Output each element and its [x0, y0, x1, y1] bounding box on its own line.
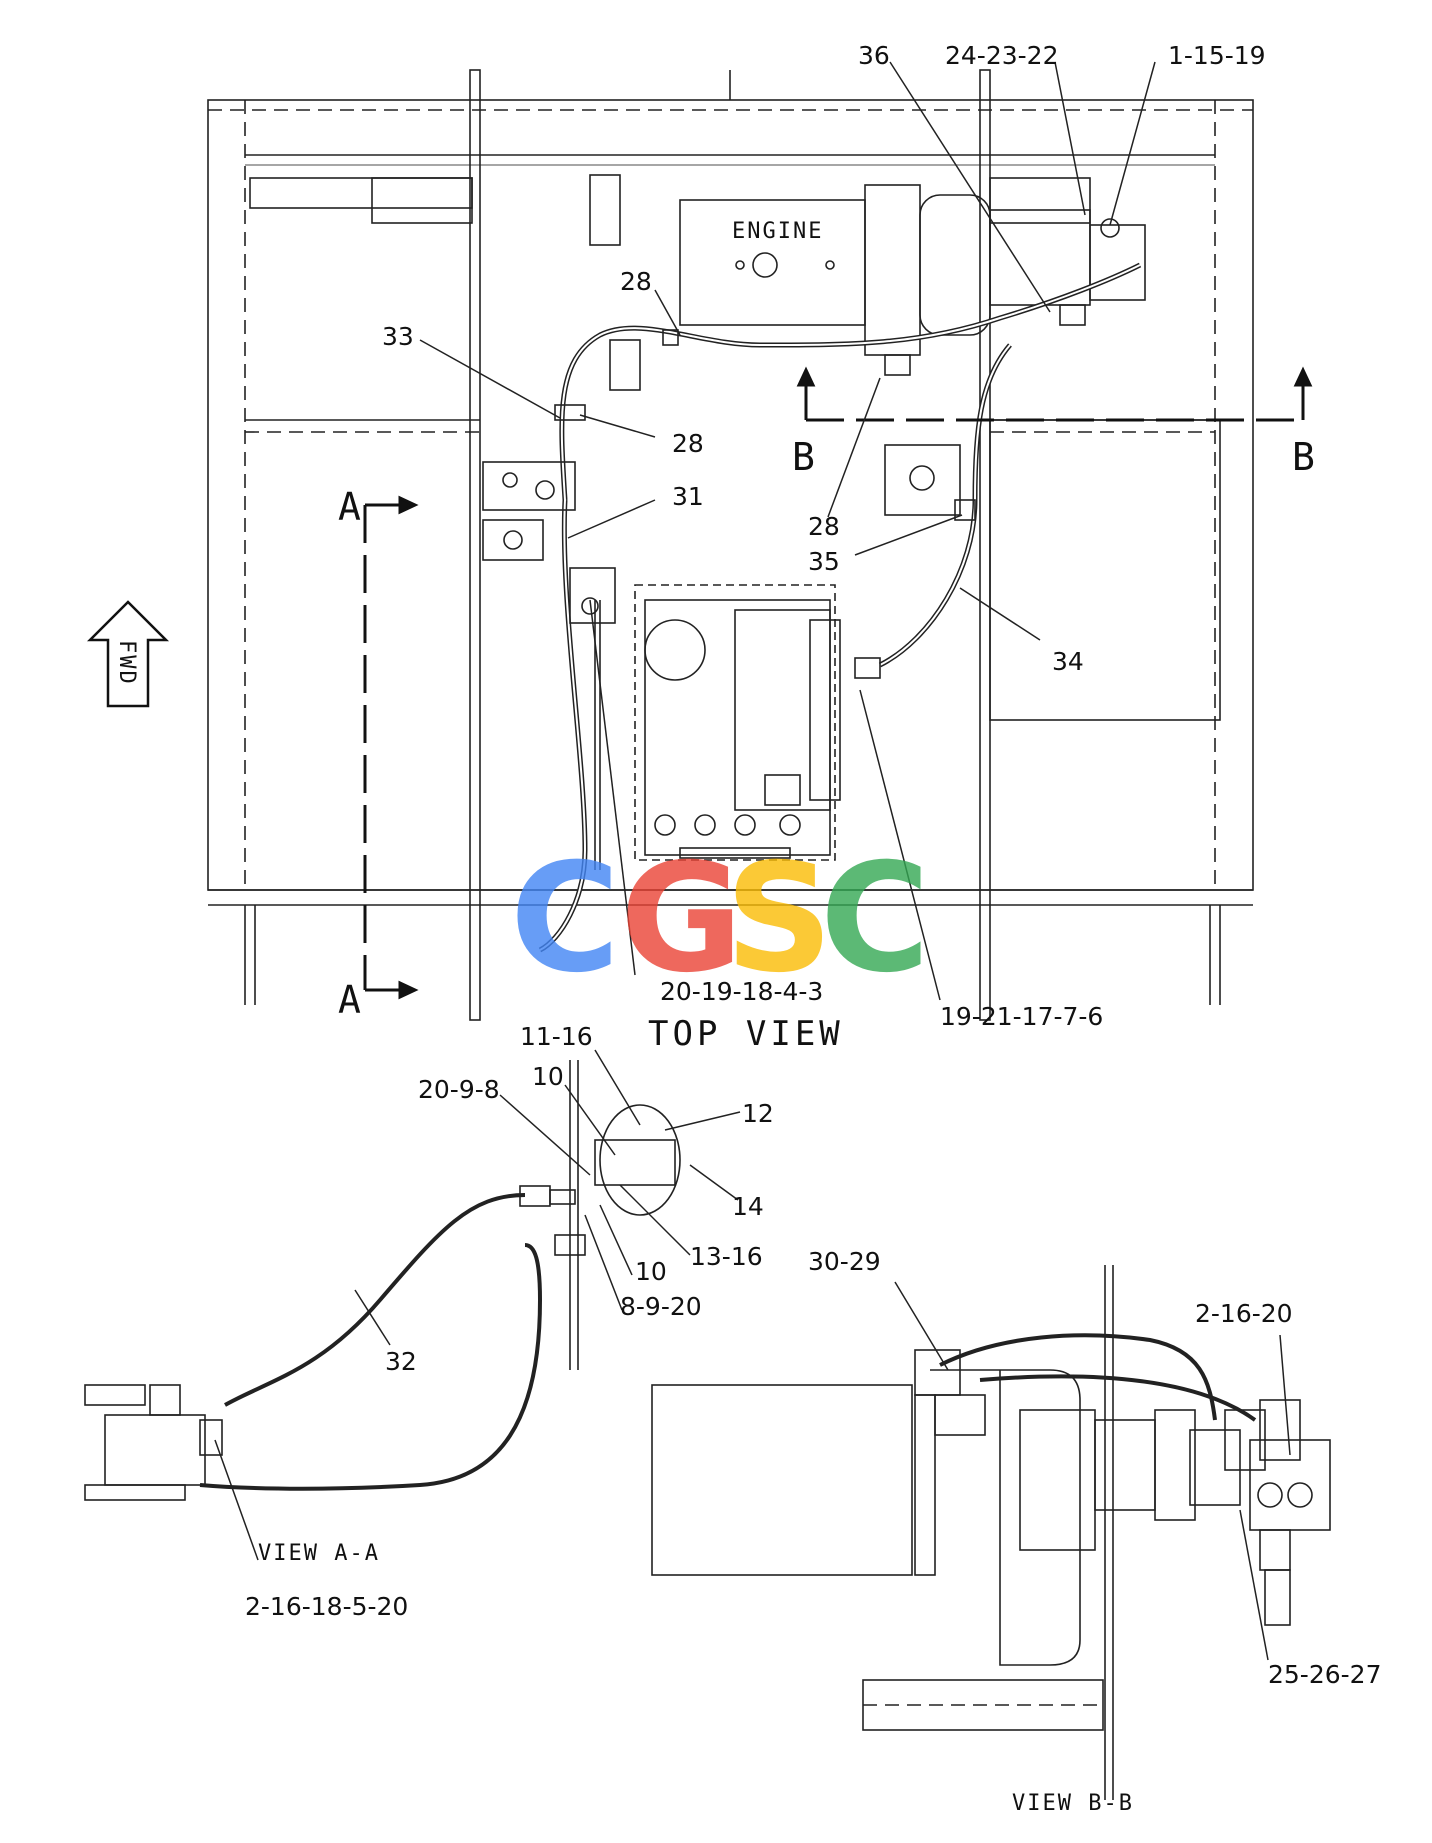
view-bb-title: VIEW B-B — [1012, 1791, 1134, 1816]
callout-19-21-17-7-6: 19-21-17-7-6 — [940, 1002, 1103, 1031]
watermark-letter-c2: C — [820, 832, 930, 1006]
callout-10-b: 10 — [635, 1257, 667, 1286]
callout-33: 33 — [382, 322, 414, 351]
callout-32: 32 — [385, 1347, 417, 1376]
view-aa-drawing — [84, 1060, 681, 1501]
watermark-logo: C G S C — [510, 832, 930, 1006]
section-a-bottom: A — [338, 978, 361, 1022]
callout-36: 36 — [858, 41, 890, 70]
callout-31: 31 — [672, 482, 704, 511]
callout-13-16: 13-16 — [690, 1242, 763, 1271]
watermark-letter-s: S — [725, 832, 833, 1006]
fwd-text: FWD — [114, 640, 139, 686]
callout-28-b: 28 — [672, 429, 704, 458]
fwd-label: FWD — [114, 640, 139, 686]
callout-12: 12 — [742, 1099, 774, 1128]
callout-2-16-18-5-20: 2-16-18-5-20 — [245, 1592, 408, 1621]
watermark-letter-g: G — [620, 832, 743, 1006]
view-bb-drawing — [651, 1265, 1331, 1800]
left-rail — [469, 69, 481, 1021]
callout-8-9-20: 8-9-20 — [620, 1292, 702, 1321]
right-rail — [979, 69, 991, 1021]
section-b-right: B — [1292, 435, 1315, 479]
callout-1-15-19: 1-15-19 — [1168, 41, 1266, 70]
control-valve — [634, 584, 836, 861]
callout-34: 34 — [1052, 647, 1084, 676]
callout-24-23-22: 24-23-22 — [945, 41, 1058, 70]
callout-11-16: 11-16 — [520, 1022, 593, 1051]
callout-25-26-27: 25-26-27 — [1268, 1660, 1381, 1689]
fwd-arrow-icon — [86, 600, 170, 708]
section-a-top: A — [338, 485, 361, 529]
callout-20-19-18-4-3: 20-19-18-4-3 — [660, 977, 823, 1006]
callout-14: 14 — [732, 1192, 764, 1221]
section-b-left: B — [792, 435, 815, 479]
view-aa-title: VIEW A-A — [258, 1541, 380, 1566]
callout-30-29: 30-29 — [808, 1247, 881, 1276]
callout-35: 35 — [808, 547, 840, 576]
watermark-letter-c1: C — [510, 832, 620, 1006]
top-view-title: TOP VIEW — [648, 1014, 844, 1054]
callout-28-c: 28 — [808, 512, 840, 541]
callout-28-a: 28 — [620, 267, 652, 296]
callout-10-a: 10 — [532, 1062, 564, 1091]
callout-2-16-20: 2-16-20 — [1195, 1299, 1293, 1328]
callout-20-9-8: 20-9-8 — [418, 1075, 500, 1104]
engine-label: ENGINE — [732, 219, 823, 244]
